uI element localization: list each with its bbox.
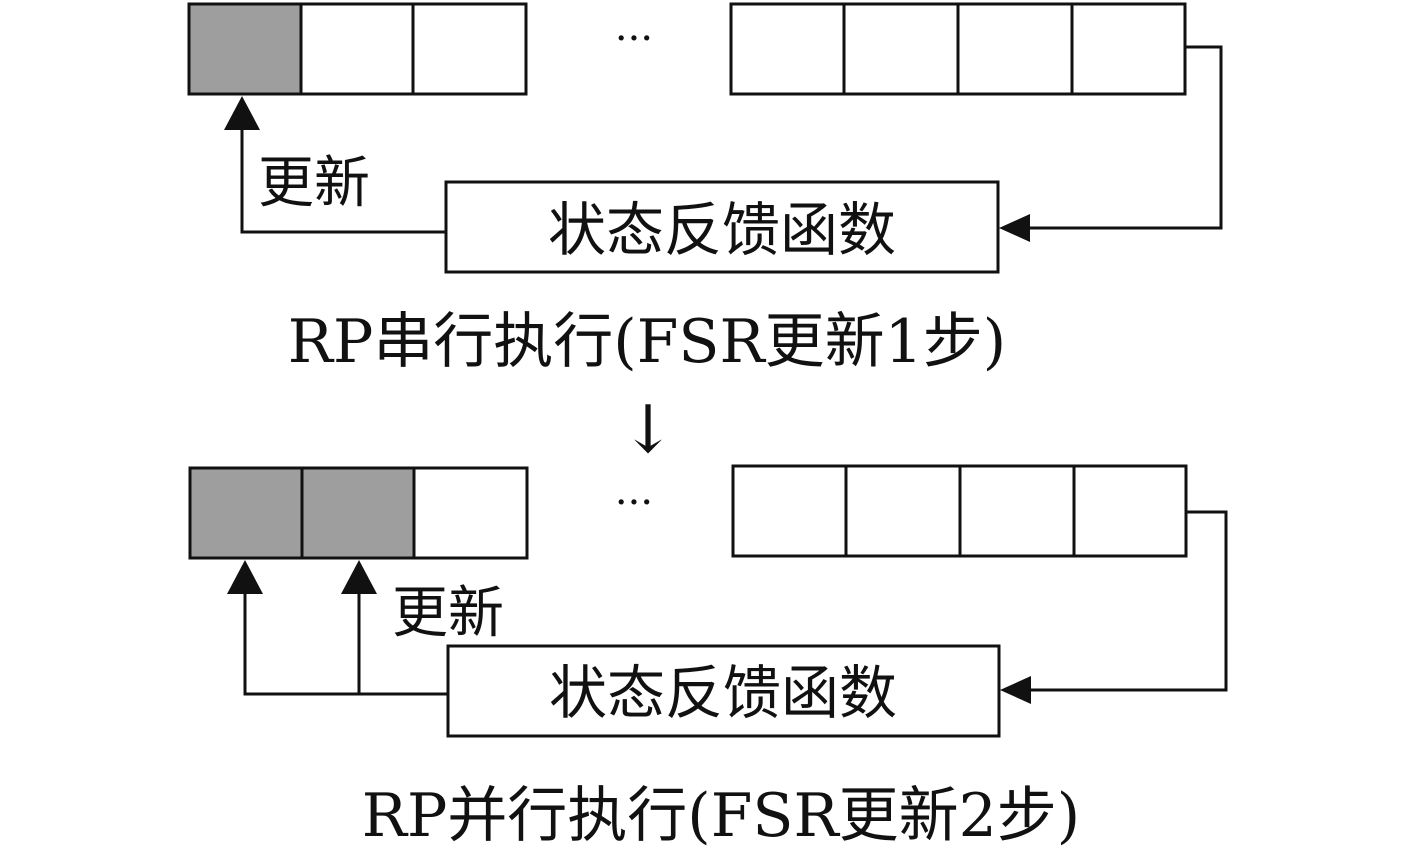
register-cell [956,2,1074,96]
transition-arrow: ↓ [620,391,675,468]
register-cell [188,466,304,560]
register-cell [844,464,962,558]
register-cell [187,2,303,96]
register-cell [411,2,528,96]
ellipsis: ··· [615,480,653,526]
feedback-wire [1027,510,1228,692]
serial-register [187,2,1187,96]
feedback-wire [1025,45,1223,230]
update-wire [240,124,446,234]
parallel-register [188,464,1188,560]
parallel-caption: RP并行执行(FSR更新2步) [362,781,1080,851]
update-label: 更新 [258,151,370,216]
update-wire [243,588,448,696]
register-cell [299,2,415,96]
register-cell [1072,464,1188,558]
ellipsis: ··· [615,16,653,62]
register-cell [300,466,416,560]
serial-caption: RP串行执行(FSR更新1步) [288,307,1006,377]
state-feedback-function-box [444,180,1000,274]
function-label: 状态反馈函数 [549,659,897,727]
register-cell [842,2,960,96]
register-cell [731,464,848,558]
function-label: 状态反馈函数 [548,196,896,264]
feedback-arrowhead [1000,676,1031,704]
update-arrowhead [227,560,263,594]
update-label: 更新 [392,581,504,646]
register-cell [412,466,529,560]
update-arrowhead [341,560,377,594]
register-cell [729,2,846,96]
state-feedback-function-box [446,644,1001,738]
update-arrowhead [224,96,260,130]
register-cell [958,464,1076,558]
register-cell [1070,2,1187,96]
feedback-arrowhead [999,214,1030,242]
